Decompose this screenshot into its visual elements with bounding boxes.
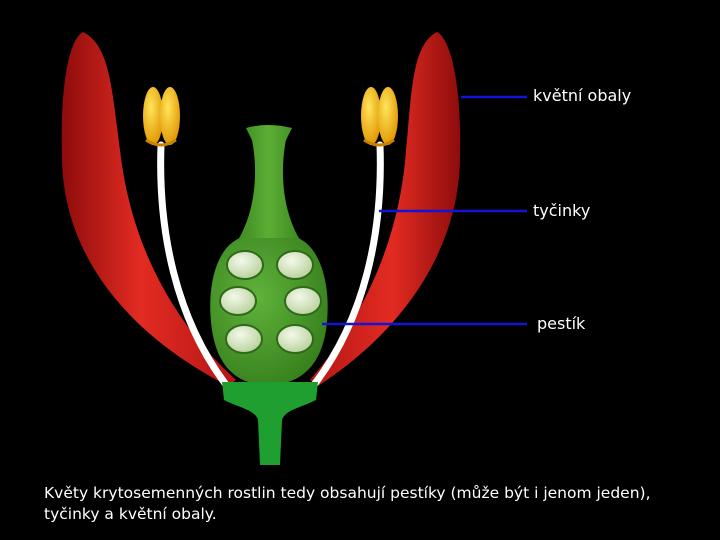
receptacle bbox=[222, 382, 318, 465]
ovule bbox=[276, 324, 314, 354]
label-perianth: květní obaly bbox=[533, 86, 632, 105]
ovule bbox=[219, 286, 257, 316]
left-petal bbox=[61, 32, 236, 386]
right-anther bbox=[361, 87, 398, 147]
ovule bbox=[225, 324, 263, 354]
ovule bbox=[276, 250, 314, 280]
pistil-style bbox=[238, 125, 300, 240]
label-pistil: pestík bbox=[537, 314, 586, 333]
caption-text: Květy krytosemenných rostlin tedy obsahu… bbox=[44, 484, 651, 523]
left-anther bbox=[143, 87, 180, 147]
right-filament bbox=[306, 141, 384, 394]
ovule bbox=[226, 250, 264, 280]
ovule bbox=[284, 286, 322, 316]
label-stamens: tyčinky bbox=[533, 201, 591, 220]
left-filament bbox=[157, 141, 234, 394]
ovules bbox=[219, 250, 322, 354]
right-petal bbox=[310, 32, 461, 386]
